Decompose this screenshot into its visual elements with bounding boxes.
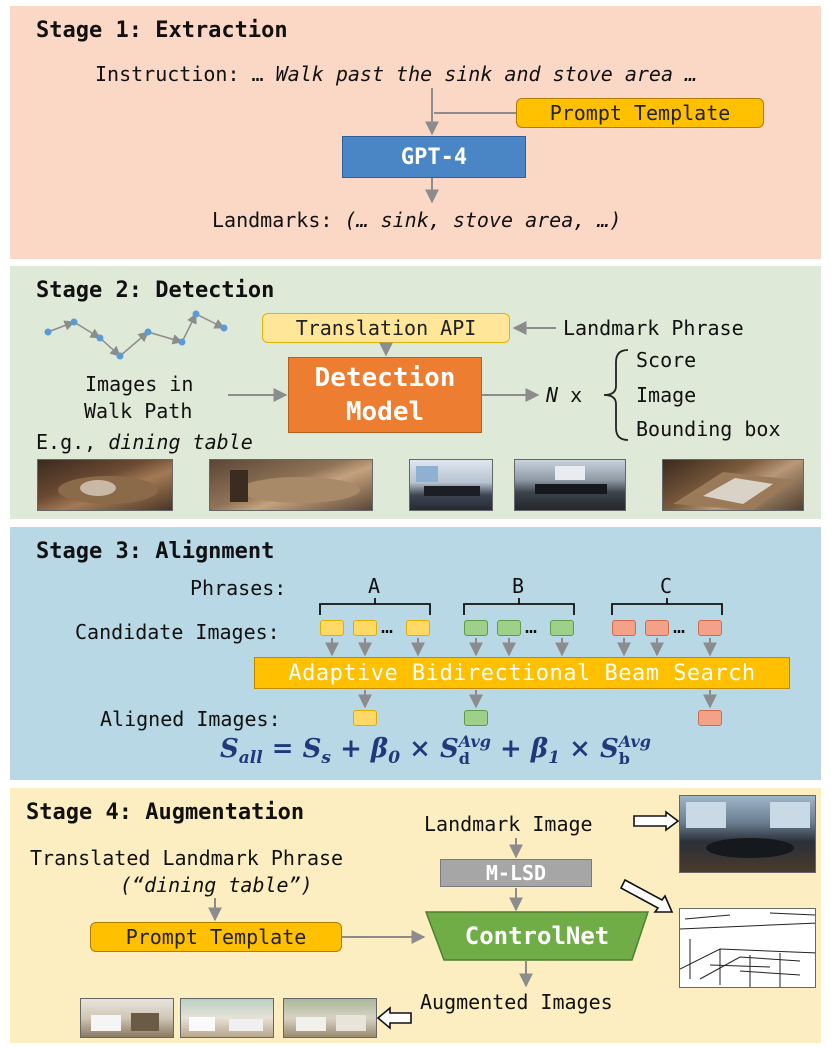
formula-s-sub: s	[321, 748, 331, 769]
formula-beta0: β	[370, 734, 389, 764]
landmark-image-label: Landmark Image	[424, 812, 593, 836]
detection-photo-4	[514, 459, 626, 511]
candidate-b-3	[550, 620, 574, 636]
formula-times-2: ×	[569, 734, 591, 764]
translation-api-box: Translation API	[262, 313, 510, 343]
stage3-title: Stage 3: Alignment	[36, 539, 275, 564]
augmented-photo-1	[80, 998, 174, 1038]
formula-sb-sub: b	[618, 749, 630, 768]
phrase-b: B	[512, 574, 525, 598]
ellipsis-a: …	[381, 614, 394, 638]
images-in-label: Images in	[85, 372, 194, 396]
formula-plus-1: +	[340, 734, 362, 764]
n-times-label: N x	[546, 383, 582, 407]
phrase-c: C	[660, 574, 673, 598]
landmarks-text: (… sink, stove area, …)	[344, 208, 622, 232]
phrase-a: A	[368, 574, 381, 598]
candidate-a-2	[353, 620, 377, 636]
stage4-title: Stage 4: Augmentation	[26, 800, 305, 825]
candidate-b-2	[497, 620, 521, 636]
formula-times-1: ×	[409, 734, 431, 764]
stage1-landmarks: Landmarks: (… sink, stove area, …)	[212, 208, 621, 232]
landmark-phrase-label: Landmark Phrase	[563, 316, 744, 340]
formula-sd-sub: d	[458, 749, 470, 768]
candidate-a-3	[406, 620, 430, 636]
formula-all-sub: all	[238, 748, 263, 769]
detection-model-line2: Model	[345, 397, 425, 427]
formula-beta1: β	[530, 734, 549, 764]
candidate-a-1	[320, 620, 344, 636]
line-segment-photo	[679, 908, 816, 988]
output-image: Image	[636, 383, 697, 407]
n-symbol: N	[546, 383, 559, 407]
aligned-a	[353, 710, 377, 726]
landmark-photo	[679, 795, 816, 873]
stage1-panel	[10, 6, 821, 259]
controlnet-label: ControlNet	[464, 922, 610, 950]
candidate-images-label: Candidate Images:	[75, 620, 280, 644]
formula-s-d: S	[439, 734, 459, 764]
formula-plus-2: +	[500, 734, 522, 764]
augmented-photo-3	[283, 998, 377, 1038]
aligned-images-label: Aligned Images:	[100, 707, 281, 731]
example-prefix: E.g.,	[36, 430, 109, 454]
formula-sd-sup: Avg	[458, 732, 491, 751]
detection-photo-2	[209, 459, 373, 511]
formula-equals: =	[271, 734, 294, 764]
formula-s-s: S	[302, 734, 322, 764]
formula-beta1-sub: 1	[548, 748, 561, 769]
formula-beta0-sub: 0	[388, 748, 401, 769]
gpt4-box: GPT-4	[342, 136, 526, 178]
output-score: Score	[636, 348, 697, 372]
landmarks-prefix: Landmarks:	[212, 208, 345, 232]
instruction-text: Walk past the sink and stove area …	[275, 62, 698, 86]
stage1-instruction: Instruction: … Walk past the sink and st…	[95, 62, 697, 86]
mlsd-box: M-LSD	[440, 859, 592, 887]
prompt-template-box-stage4: Prompt Template	[90, 922, 342, 952]
candidate-c-3	[698, 620, 722, 636]
aligned-c	[698, 710, 722, 726]
formula-s-all: S	[220, 734, 239, 764]
example-text: dining table	[108, 430, 253, 454]
augmented-photo-2	[180, 998, 274, 1038]
detection-model-box: Detection Model	[288, 357, 482, 433]
candidate-b-1	[464, 620, 488, 636]
detection-photo-3	[409, 459, 493, 511]
translated-phrase-label: Translated Landmark Phrase	[30, 846, 344, 870]
instruction-prefix: Instruction: …	[95, 62, 276, 86]
beam-search-box: Adaptive Bidirectional Beam Search	[254, 657, 790, 689]
walk-path-label: Walk Path	[84, 399, 193, 423]
stage1-title: Stage 1: Extraction	[36, 18, 288, 43]
candidate-c-1	[612, 620, 636, 636]
detection-photo-1	[37, 459, 173, 511]
candidate-c-2	[645, 620, 669, 636]
detection-model-line1: Detection	[314, 363, 456, 393]
quoted-phrase-label: (“dining table”)	[120, 873, 313, 897]
formula-s-b: S	[599, 734, 619, 764]
stage2-title: Stage 2: Detection	[36, 278, 275, 303]
ellipsis-b: …	[525, 614, 538, 638]
example-label: E.g., dining table	[36, 430, 253, 454]
output-bounding-box: Bounding box	[636, 417, 781, 441]
times-symbol: x	[570, 383, 583, 407]
formula-sb-sup: Avg	[618, 732, 651, 751]
phrases-label: Phrases:	[190, 576, 287, 600]
prompt-template-box: Prompt Template	[516, 98, 764, 128]
ellipsis-c: …	[673, 614, 686, 638]
detection-photo-5	[662, 459, 804, 511]
aligned-b	[464, 710, 488, 726]
augmented-images-label: Augmented Images	[420, 990, 613, 1014]
